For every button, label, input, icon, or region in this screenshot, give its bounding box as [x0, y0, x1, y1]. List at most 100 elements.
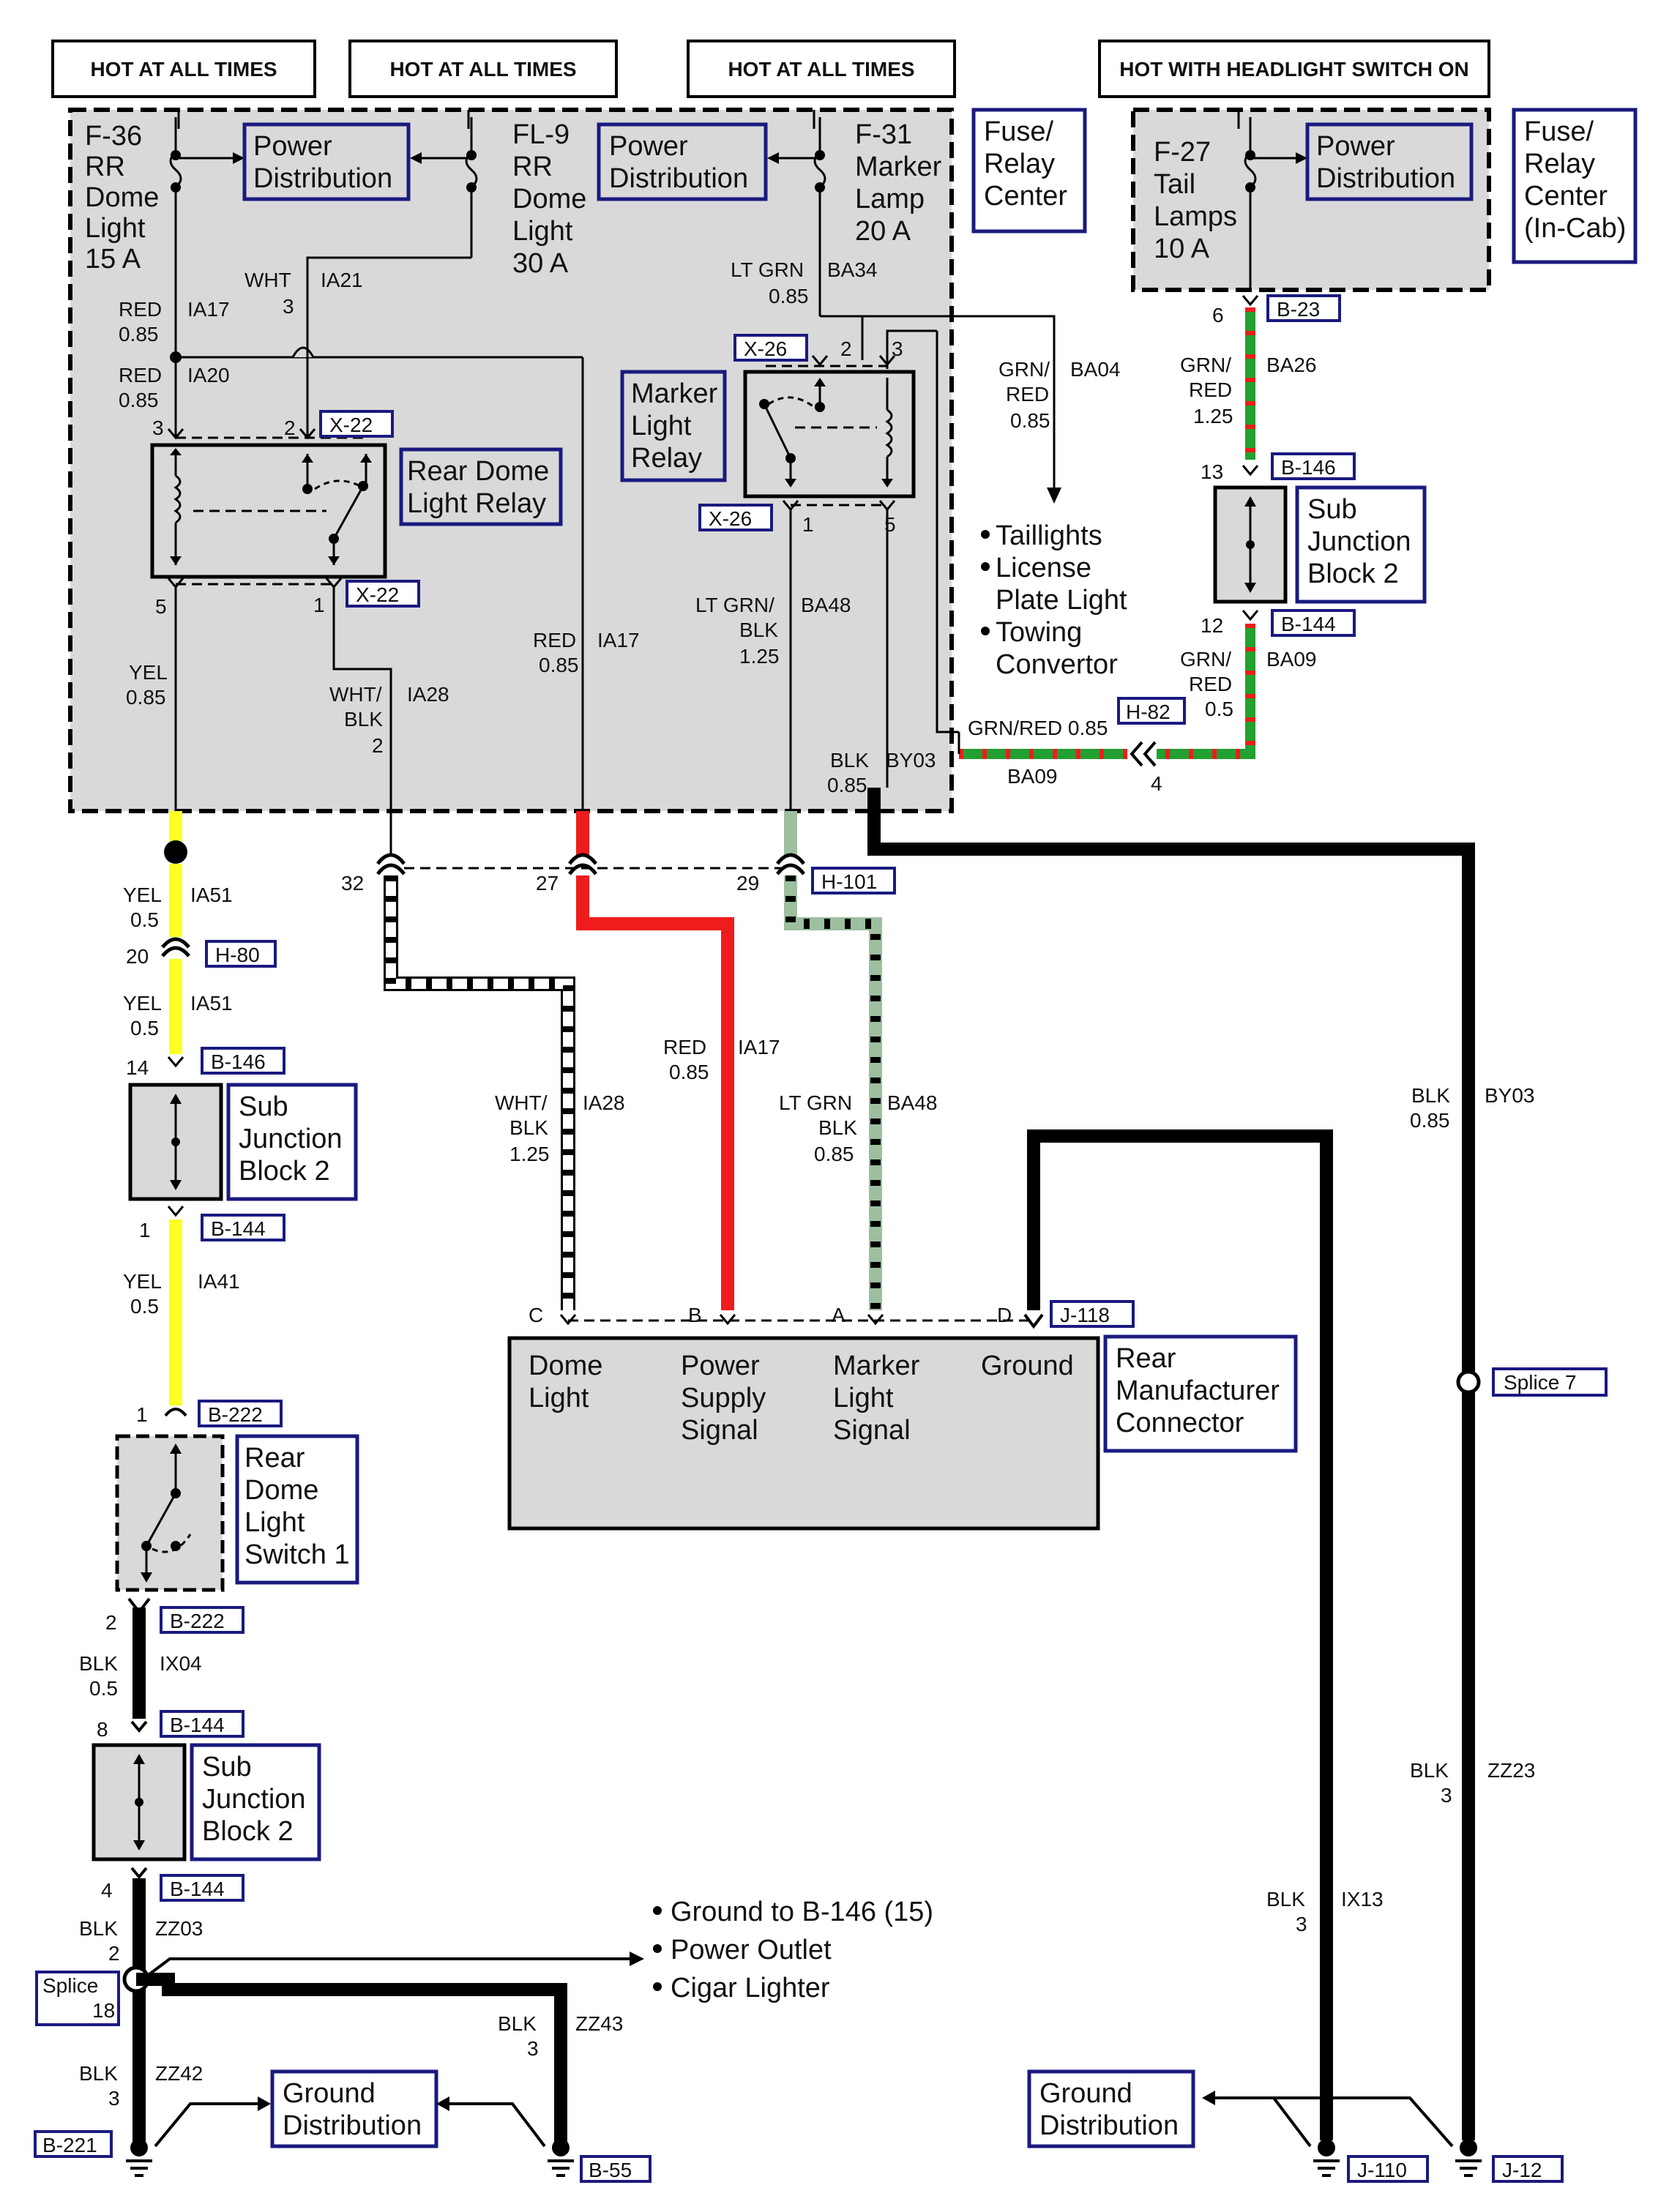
- svg-text:Sub: Sub: [1307, 494, 1357, 525]
- svg-text:WHT: WHT: [244, 269, 291, 291]
- wire-black-ix04: 8 B-144 Sub Junction Block 2 4 B-144: [92, 1607, 321, 2145]
- header-hot-3: HOT AT ALL TIMES: [728, 58, 914, 81]
- svg-text:0.5: 0.5: [89, 1677, 118, 1700]
- fuse-f31: F-31 Marker Lamp 20 A: [767, 117, 942, 316]
- svg-text:WHT/: WHT/: [495, 1091, 548, 1114]
- svg-text:0.85: 0.85: [1410, 1109, 1450, 1132]
- svg-text:GRN/: GRN/: [1180, 354, 1231, 376]
- svg-text:IX13: IX13: [1341, 1888, 1384, 1911]
- svg-text:BLK: BLK: [1266, 1888, 1305, 1911]
- svg-text:Junction: Junction: [1307, 526, 1411, 557]
- svg-text:BA48: BA48: [801, 594, 851, 616]
- fuse-fl9-line3: Dome: [512, 184, 586, 214]
- svg-text:BLK: BLK: [830, 749, 869, 772]
- svg-text:RED: RED: [533, 629, 576, 651]
- svg-text:0.85: 0.85: [1010, 409, 1050, 432]
- fuse-fl9-line1: FL-9: [512, 119, 570, 150]
- svg-text:Connector: Connector: [1116, 1408, 1244, 1438]
- svg-text:Block 2: Block 2: [202, 1816, 294, 1847]
- svg-text:ZZ42: ZZ42: [155, 2062, 203, 2085]
- ground-load-power-outlet: Power Outlet: [671, 1935, 832, 1965]
- svg-text:Relay: Relay: [1524, 149, 1595, 179]
- svg-text:B-222: B-222: [170, 1610, 225, 1632]
- svg-text:GRN/: GRN/: [1180, 648, 1231, 671]
- svg-text:27: 27: [536, 872, 559, 895]
- svg-text:J-118: J-118: [1060, 1304, 1110, 1326]
- svg-text:Light: Light: [631, 411, 692, 441]
- svg-text:IA28: IA28: [583, 1091, 625, 1114]
- svg-text:BY03: BY03: [886, 749, 936, 772]
- marker-light-relay: 2 3 1 5 X-26 X-26 Marker Light Relay: [620, 315, 937, 811]
- fuse-f27: F-27 Tail Lamps 10 A: [1154, 117, 1307, 290]
- svg-text:H-101: H-101: [821, 870, 877, 893]
- fuse-f27-line4: 10 A: [1154, 234, 1210, 264]
- power-distribution-3: Power Distribution: [1305, 122, 1474, 201]
- connector-x22-bottom: X-22: [356, 583, 399, 606]
- svg-text:14: 14: [126, 1056, 149, 1079]
- svg-text:6: 6: [1212, 304, 1224, 326]
- svg-text:Relay: Relay: [984, 149, 1055, 179]
- svg-text:Sub: Sub: [202, 1752, 252, 1782]
- rear-dome-light-relay: 3 2 5 1 X-22 X-22 Rear Dome Light Relay: [150, 256, 584, 811]
- svg-text:1.25: 1.25: [1193, 405, 1233, 427]
- fuse-relay-center-incab-label: Fuse/ Relay Center (In-Cab): [1512, 108, 1638, 264]
- svg-text:BA34: BA34: [827, 258, 878, 281]
- rear-dome-light-switch: 1 B-222 Rear Dome Light Switch 1 2 B-222: [105, 1400, 359, 1634]
- svg-text:YEL: YEL: [123, 1270, 162, 1293]
- svg-text:BA09: BA09: [1266, 648, 1317, 671]
- svg-text:Signal: Signal: [833, 1415, 911, 1446]
- svg-text:0.5: 0.5: [130, 908, 159, 931]
- svg-text:B-146: B-146: [211, 1050, 266, 1073]
- wire-yellow-ia51: 20 H-80 14 B-146 Sub Junction Block 2 1 …: [126, 811, 358, 1405]
- svg-text:LT GRN/: LT GRN/: [695, 594, 774, 616]
- svg-text:BLK: BLK: [79, 2062, 118, 2085]
- svg-text:3: 3: [152, 417, 164, 439]
- svg-text:1: 1: [139, 1219, 151, 1241]
- svg-text:32: 32: [341, 872, 364, 895]
- svg-text:2: 2: [108, 1942, 120, 1965]
- svg-text:IA51: IA51: [190, 884, 233, 906]
- svg-text:B-144: B-144: [170, 1878, 225, 1900]
- svg-text:4: 4: [1151, 772, 1162, 795]
- svg-text:Marker: Marker: [833, 1351, 920, 1381]
- fuse-f27-line3: Lamps: [1154, 201, 1237, 232]
- svg-text:YEL: YEL: [123, 884, 162, 906]
- svg-text:Light: Light: [244, 1507, 305, 1538]
- svg-text:Ground: Ground: [1039, 2078, 1132, 2109]
- svg-text:1: 1: [136, 1403, 148, 1426]
- svg-text:B-144: B-144: [1281, 613, 1336, 635]
- svg-text:0.85: 0.85: [119, 323, 159, 346]
- svg-text:13: 13: [1201, 460, 1223, 483]
- svg-text:IX04: IX04: [160, 1652, 202, 1675]
- svg-text:ZZ43: ZZ43: [575, 2012, 623, 2035]
- svg-text:12: 12: [1201, 614, 1223, 637]
- svg-text:2: 2: [284, 417, 296, 439]
- svg-text:Rear Dome: Rear Dome: [407, 456, 549, 487]
- wire-labels: RED 0.85 IA17 RED 0.85 IA20 WHT 3 IA21 L…: [79, 258, 1535, 2110]
- connector-x22-top: X-22: [329, 414, 373, 436]
- svg-text:3: 3: [1441, 1784, 1452, 1807]
- svg-text:Rear: Rear: [1116, 1343, 1176, 1374]
- svg-text:BA09: BA09: [1007, 765, 1058, 788]
- svg-text:BA48: BA48: [887, 1091, 938, 1114]
- svg-text:Distribution: Distribution: [609, 163, 748, 194]
- svg-text:B-144: B-144: [170, 1714, 225, 1736]
- svg-text:Power: Power: [1316, 131, 1395, 162]
- svg-text:Manufacturer: Manufacturer: [1116, 1375, 1280, 1406]
- svg-text:B: B: [688, 1304, 702, 1326]
- svg-text:B-144: B-144: [211, 1217, 266, 1240]
- svg-text:H-82: H-82: [1126, 701, 1171, 723]
- svg-text:BLK: BLK: [79, 1652, 118, 1675]
- svg-text:0.85: 0.85: [126, 686, 166, 709]
- svg-text:RED: RED: [1189, 378, 1232, 401]
- svg-text:Distribution: Distribution: [253, 163, 392, 194]
- load-license: License: [996, 553, 1091, 583]
- ground-load-b146: Ground to B-146 (15): [671, 1897, 933, 1927]
- svg-text:3: 3: [108, 2087, 120, 2110]
- svg-text:Distribution: Distribution: [1039, 2110, 1179, 2141]
- svg-text:YEL: YEL: [123, 992, 162, 1015]
- load-plate-light: Plate Light: [996, 585, 1127, 616]
- fuse-f31-line3: Lamp: [855, 184, 925, 214]
- svg-text:Switch 1: Switch 1: [244, 1539, 350, 1570]
- svg-text:IA20: IA20: [187, 364, 230, 386]
